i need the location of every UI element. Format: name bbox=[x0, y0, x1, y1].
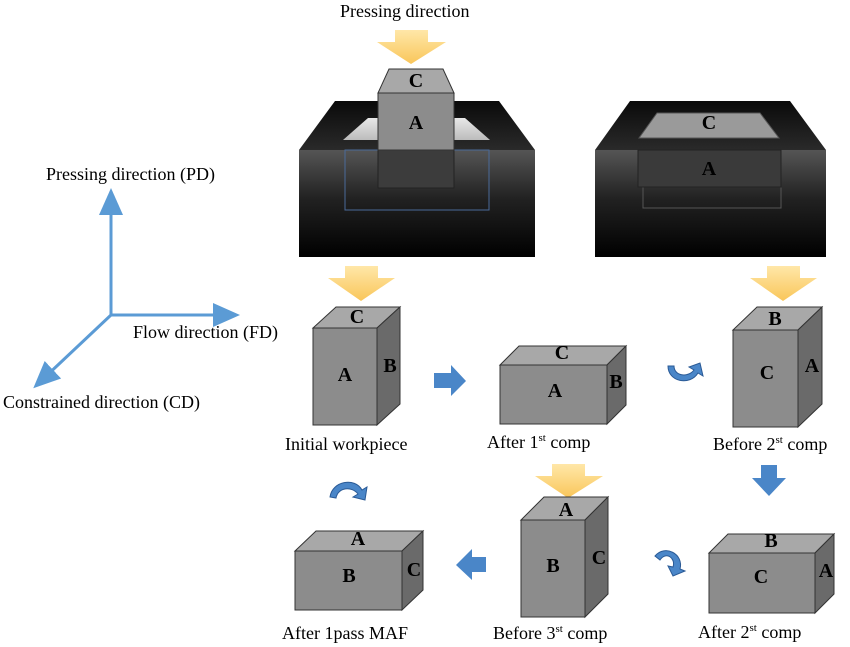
after2-top-face: B bbox=[764, 530, 778, 552]
after1-side-face: B bbox=[609, 371, 623, 393]
after1pass-caption: After 1pass MAF bbox=[282, 623, 408, 643]
axis-pd-label: Pressing direction (PD) bbox=[46, 164, 215, 184]
flow-arrow-left bbox=[456, 549, 486, 580]
axes-system bbox=[33, 188, 240, 389]
before2-top-face: B bbox=[768, 308, 782, 330]
before3-caption: Before 3st comp bbox=[493, 623, 608, 643]
flow-arrow-right bbox=[434, 365, 466, 396]
after1pass-top-face: A bbox=[350, 528, 366, 550]
initial-front-face: A bbox=[337, 364, 353, 386]
rotate-arrow-2 bbox=[329, 481, 368, 501]
die-left bbox=[299, 68, 535, 257]
after1pass-side-face: C bbox=[406, 559, 422, 581]
press-arrow-right bbox=[750, 266, 817, 301]
initial-side-face: B bbox=[383, 355, 397, 377]
after1-top-face: C bbox=[554, 342, 570, 364]
after2-front-face: C bbox=[753, 566, 769, 588]
block-before2 bbox=[731, 305, 824, 429]
die-right bbox=[595, 101, 826, 257]
top-pressing-label: Pressing direction bbox=[340, 1, 470, 21]
before2-front-face: C bbox=[759, 362, 775, 384]
after1-caption: After 1st comp bbox=[487, 432, 591, 452]
die-left-top-face: C bbox=[408, 70, 424, 92]
axis-fd-label: Flow direction (FD) bbox=[133, 322, 278, 342]
before3-side-face: C bbox=[591, 547, 607, 569]
block-after2 bbox=[707, 532, 836, 615]
initial-caption: Initial workpiece bbox=[285, 434, 408, 454]
block-after1pass bbox=[293, 529, 425, 612]
press-arrow-middle bbox=[535, 464, 603, 498]
rotate-arrow-3 bbox=[654, 550, 687, 577]
die-left-front-face: A bbox=[408, 112, 424, 134]
after1pass-front-face: B bbox=[342, 565, 356, 587]
flow-arrow-down bbox=[752, 465, 786, 496]
block-before3 bbox=[519, 495, 610, 619]
before3-front-face: B bbox=[546, 555, 560, 577]
after2-caption: After 2st comp bbox=[698, 622, 802, 642]
after2-side-face: A bbox=[818, 560, 834, 582]
die-right-top-face: C bbox=[701, 112, 717, 134]
axis-cd-label: Constrained direction (CD) bbox=[3, 392, 200, 412]
initial-top-face: C bbox=[349, 306, 365, 328]
before3-top-face: A bbox=[558, 499, 574, 521]
rotate-arrow-1 bbox=[667, 362, 704, 382]
die-right-front-face: A bbox=[701, 158, 717, 180]
press-arrow-left bbox=[328, 266, 395, 301]
block-after1 bbox=[498, 344, 628, 426]
press-arrow-top bbox=[377, 30, 446, 64]
after1-front-face: A bbox=[547, 380, 563, 402]
before2-side-face: A bbox=[804, 355, 820, 377]
before2-caption: Before 2st comp bbox=[713, 434, 828, 454]
block-initial bbox=[311, 305, 402, 427]
